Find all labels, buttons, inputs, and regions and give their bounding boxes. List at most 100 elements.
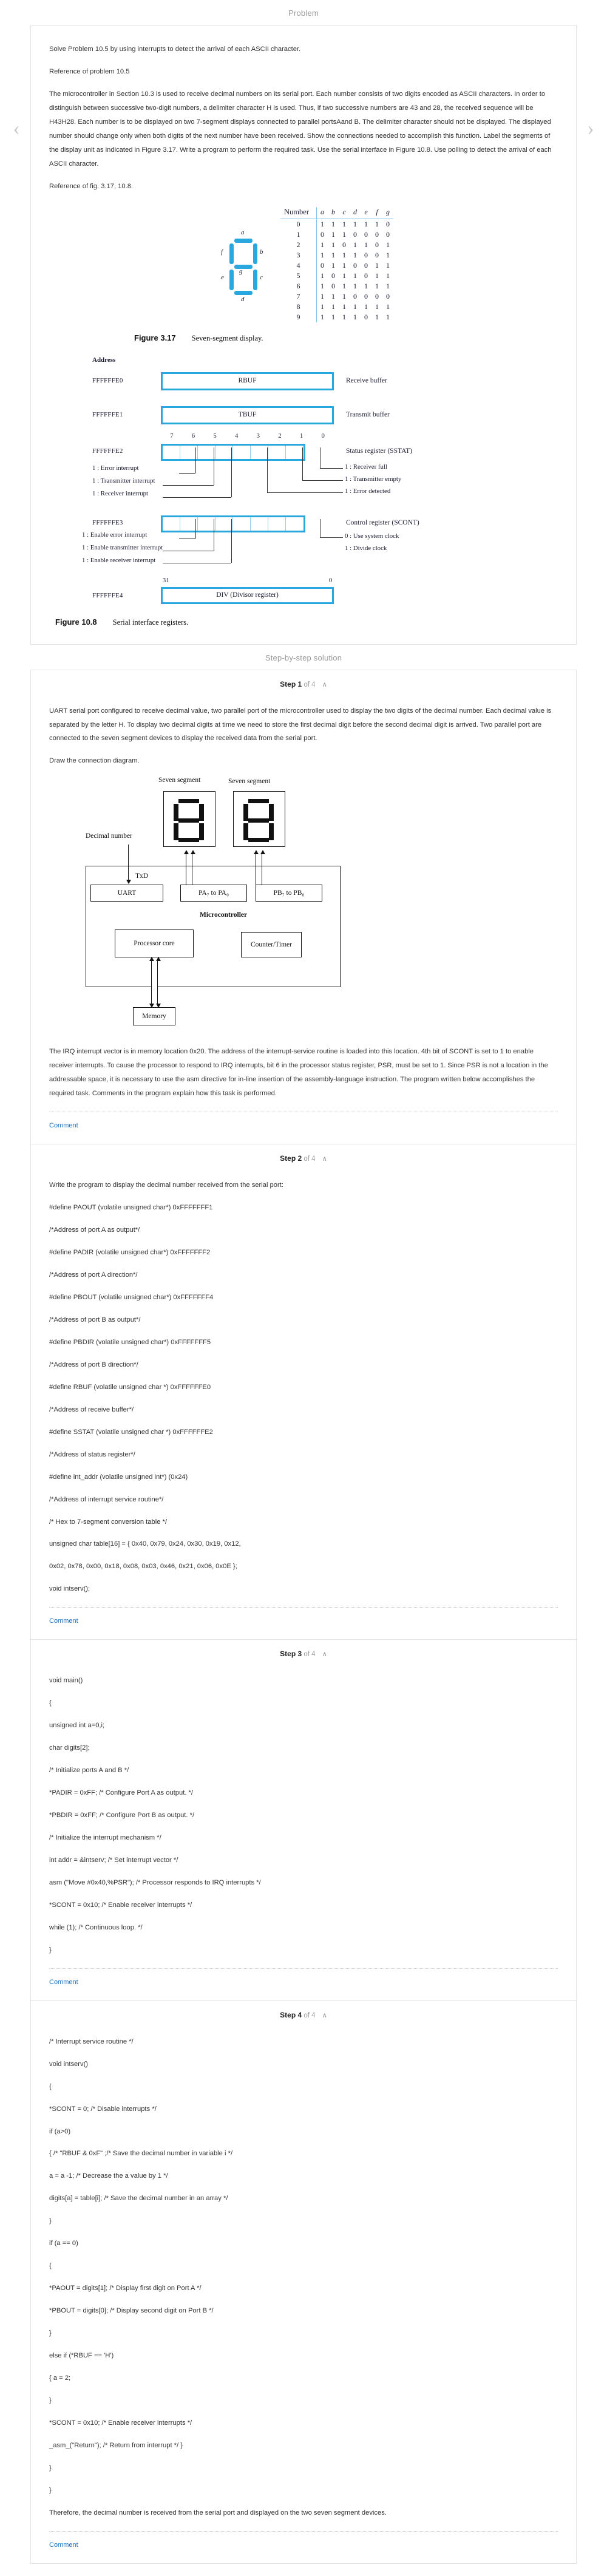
- step-2-body: Write the program to display the decimal…: [31, 1166, 576, 1639]
- table-cell-bit: 1: [353, 219, 357, 228]
- table-cell-bit: 0: [316, 260, 328, 271]
- comment-link-step-2[interactable]: Comment: [49, 1617, 78, 1625]
- next-problem-arrow[interactable]: ›: [587, 117, 594, 140]
- step-2-header[interactable]: Step 2 of 4 ∧: [31, 1144, 576, 1166]
- table-cell-bit: 1: [353, 250, 357, 259]
- register-box-tbuf: TBUF: [161, 406, 334, 424]
- comment-link-step-4[interactable]: Comment: [49, 2541, 78, 2549]
- bit-number: 3: [256, 432, 260, 440]
- step-4-line-17: *SCONT = 0x10; /* Enable receiver interr…: [49, 2419, 192, 2427]
- step-4-line-15: { a = 2;: [49, 2374, 71, 2382]
- chevron-up-icon[interactable]: ∧: [322, 2011, 327, 2019]
- table-cell-bit: 1: [342, 219, 346, 228]
- table-cell-bit: 1: [375, 219, 379, 228]
- bit-number: 5: [213, 432, 217, 440]
- previous-problem-arrow[interactable]: ‹: [13, 117, 20, 140]
- sstat-note-transmitter-empty: 1 : Transmitter empty: [345, 475, 402, 483]
- table-cell-bit: 1: [364, 240, 368, 249]
- table-cell-bit: 1: [364, 302, 368, 311]
- problem-paragraph-2: Reference of problem 10.5: [49, 67, 130, 75]
- table-cell-bit: 0: [364, 229, 368, 239]
- register-label-transmit-buffer: Transmit buffer: [346, 410, 390, 418]
- table-cell-bit: 1: [364, 219, 368, 228]
- table-cell-bit: 1: [353, 281, 357, 290]
- step-1-of: of 4: [304, 681, 316, 688]
- table-cell-bit: 0: [353, 229, 357, 239]
- segment-c: [253, 269, 258, 290]
- segment-label-b: b: [260, 248, 263, 256]
- table-cell-bit: 1: [385, 271, 390, 280]
- register-box-sstat: [161, 443, 305, 461]
- step-4-line-5: { /* "RBUF & 0xF" ;/* Save the decimal n…: [49, 2150, 233, 2158]
- table-cell-number: 8: [296, 302, 300, 311]
- step-3-line-10: *SCONT = 0x10; /* Enable receiver interr…: [49, 1901, 192, 1909]
- divider: [49, 1607, 558, 1608]
- step-2-lines: Write the program to display the decimal…: [49, 1178, 558, 1596]
- table-cell-bit: 1: [331, 219, 335, 228]
- bit-number: 1: [299, 432, 304, 440]
- figure-10-8: Address FFFFFFE0 RBUF Receive buffer FFF…: [49, 356, 558, 627]
- step-4-line-20: }: [49, 2486, 52, 2494]
- table-cell-bit: 0: [364, 260, 368, 270]
- step-4-body: /* Interrupt service routine */void ints…: [31, 2023, 576, 2563]
- step-3-line-6: *PBDIR = 0xFF; /* Configure Port B as ou…: [49, 1812, 195, 1820]
- comment-link-step-3[interactable]: Comment: [49, 1978, 78, 1986]
- step-2-line-17: 0x02, 0x78, 0x00, 0x18, 0x08, 0x03, 0x46…: [49, 1563, 237, 1571]
- segment-label-a: a: [241, 228, 245, 236]
- chevron-up-icon[interactable]: ∧: [322, 1651, 327, 1659]
- step-4-header[interactable]: Step 4 of 4 ∧: [31, 2001, 576, 2023]
- step-card-3: Step 3 of 4 ∧ void main(){unsigned int a…: [30, 1640, 577, 2001]
- step-3-line-0: void main(): [49, 1677, 83, 1685]
- register-address-div: FFFFFFE4: [92, 591, 123, 599]
- step-4-lines: /* Interrupt service routine */void ints…: [49, 2035, 558, 2520]
- step-3-line-1: {: [49, 1699, 52, 1707]
- table-cell-bit: 0: [375, 229, 379, 239]
- bit-number: 2: [278, 432, 282, 440]
- uart-box: UART: [90, 885, 163, 902]
- table-cell-number: 9: [296, 312, 300, 321]
- step-1-header[interactable]: Step 1 of 4 ∧: [31, 670, 576, 692]
- table-cell-bit: 0: [375, 250, 379, 259]
- table-cell-number: 7: [296, 291, 300, 301]
- problem-paragraph-1: Solve Problem 10.5 by using interrupts t…: [49, 46, 301, 53]
- table-cell-bit: 1: [316, 280, 328, 291]
- chevron-up-icon[interactable]: ∧: [322, 1155, 327, 1163]
- step-2-line-14: /*Address of interrupt service routine*/: [49, 1495, 164, 1503]
- table-header-number: Number: [284, 207, 309, 216]
- step-2-line-6: /*Address of port B as output*/: [49, 1316, 141, 1324]
- segment-e: [229, 269, 234, 290]
- scont-note-enable-receiver-interrupt: 1 : Enable receiver interrupt: [82, 556, 156, 564]
- step-4-line-11: *PAOUT = digits[1]; /* Display first dig…: [49, 2285, 202, 2292]
- table-cell-bit: 0: [364, 250, 368, 259]
- segment-label-g: g: [239, 267, 243, 275]
- table-cell-bit: 1: [375, 271, 379, 280]
- step-1-label: Step 1: [280, 679, 302, 688]
- seven-segment-display-2: [233, 791, 285, 848]
- step-4-line-19: }: [49, 2464, 52, 2472]
- segment-f: [229, 243, 234, 264]
- comment-link-step-1[interactable]: Comment: [49, 1122, 78, 1130]
- step-2-line-15: /* Hex to 7-segment conversion table */: [49, 1518, 168, 1526]
- problem-paragraph-3: The microcontroller in Section 10.3 is u…: [49, 90, 552, 168]
- figure-10-8-number: Figure 10.8: [55, 617, 97, 627]
- step-2-line-7: #define PBDIR (volatile unsigned char*) …: [49, 1338, 211, 1346]
- step-3-label: Step 3: [280, 1650, 302, 1659]
- step-3-header[interactable]: Step 3 of 4 ∧: [31, 1640, 576, 1662]
- table-cell-number: 3: [296, 250, 300, 259]
- problem-card: Solve Problem 10.5 by using interrupts t…: [30, 25, 577, 645]
- counter-timer-box: Counter/Timer: [241, 932, 302, 958]
- chevron-up-icon[interactable]: ∧: [322, 681, 327, 688]
- table-cell-bit: 0: [353, 291, 357, 301]
- register-box-div: DIV (Divisor register): [161, 586, 334, 604]
- div-bit-0: 0: [329, 577, 333, 584]
- port-b-box: PB₇ to PB₀: [256, 885, 322, 902]
- table-cell-bit: 1: [331, 302, 335, 311]
